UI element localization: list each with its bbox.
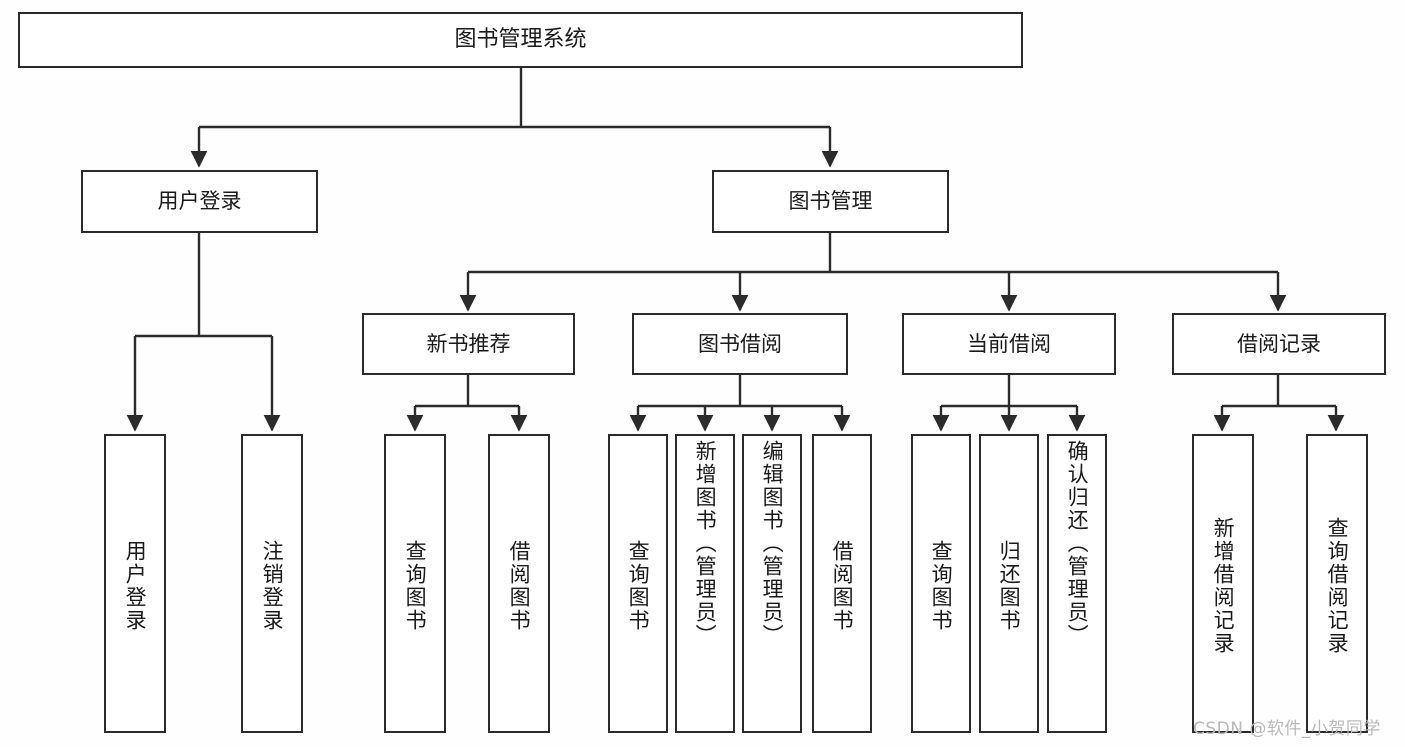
node-label: 查询借阅记录: [1325, 516, 1350, 655]
node-label: 查询图书: [403, 539, 428, 632]
node-label: 新增借阅记录: [1211, 516, 1236, 655]
leaf-borrow-book[interactable]: 借阅图书: [812, 434, 872, 733]
node-book-borrow[interactable]: 图书借阅: [632, 313, 848, 375]
node-label: 编辑图书（管理员）: [760, 440, 785, 647]
leaf-query-book-current[interactable]: 查询图书: [911, 434, 971, 733]
leaf-add-borrow-record[interactable]: 新增借阅记录: [1192, 434, 1254, 733]
leaf-user-login[interactable]: 用户登录: [104, 434, 166, 733]
node-label: 用户登录: [157, 189, 242, 214]
node-label: 图书借阅: [698, 331, 782, 356]
node-label: 确认归还（管理员）: [1065, 440, 1090, 647]
node-label: 用户登录: [123, 539, 148, 632]
leaf-query-book-borrow[interactable]: 查询图书: [608, 434, 668, 733]
node-book-management[interactable]: 图书管理: [712, 170, 949, 233]
leaf-query-book-recommend[interactable]: 查询图书: [384, 434, 446, 733]
leaf-confirm-return-admin[interactable]: 确认归还（管理员）: [1047, 434, 1107, 733]
node-borrow-record[interactable]: 借阅记录: [1172, 313, 1386, 375]
leaf-logout[interactable]: 注销登录: [241, 434, 303, 733]
leaf-borrow-book-recommend[interactable]: 借阅图书: [488, 434, 550, 733]
node-label: 借阅图书: [507, 539, 532, 632]
node-label: 当前借阅: [967, 331, 1051, 356]
watermark-text: CSDN @软件_小贺同学: [1193, 719, 1381, 739]
node-new-book-recommendation[interactable]: 新书推荐: [362, 313, 575, 375]
node-label: 图书管理系统: [454, 27, 587, 53]
leaf-edit-book-admin[interactable]: 编辑图书（管理员）: [742, 434, 802, 733]
node-label: 查询图书: [626, 539, 651, 632]
node-label: 新书推荐: [426, 331, 511, 356]
node-label: 归还图书: [997, 539, 1022, 632]
node-current-borrow[interactable]: 当前借阅: [902, 313, 1116, 375]
node-label: 借阅图书: [830, 539, 855, 632]
leaf-add-book-admin[interactable]: 新增图书（管理员）: [675, 434, 735, 733]
leaf-query-borrow-record[interactable]: 查询借阅记录: [1306, 434, 1368, 733]
node-label: 查询图书: [929, 539, 954, 632]
leaf-return-book[interactable]: 归还图书: [979, 434, 1039, 733]
node-label: 借阅记录: [1237, 331, 1321, 356]
node-root-book-management-system[interactable]: 图书管理系统: [18, 12, 1023, 68]
node-label: 注销登录: [260, 539, 285, 632]
node-label: 新增图书（管理员）: [693, 440, 718, 647]
node-user-login[interactable]: 用户登录: [81, 170, 318, 233]
node-label: 图书管理: [788, 189, 873, 214]
